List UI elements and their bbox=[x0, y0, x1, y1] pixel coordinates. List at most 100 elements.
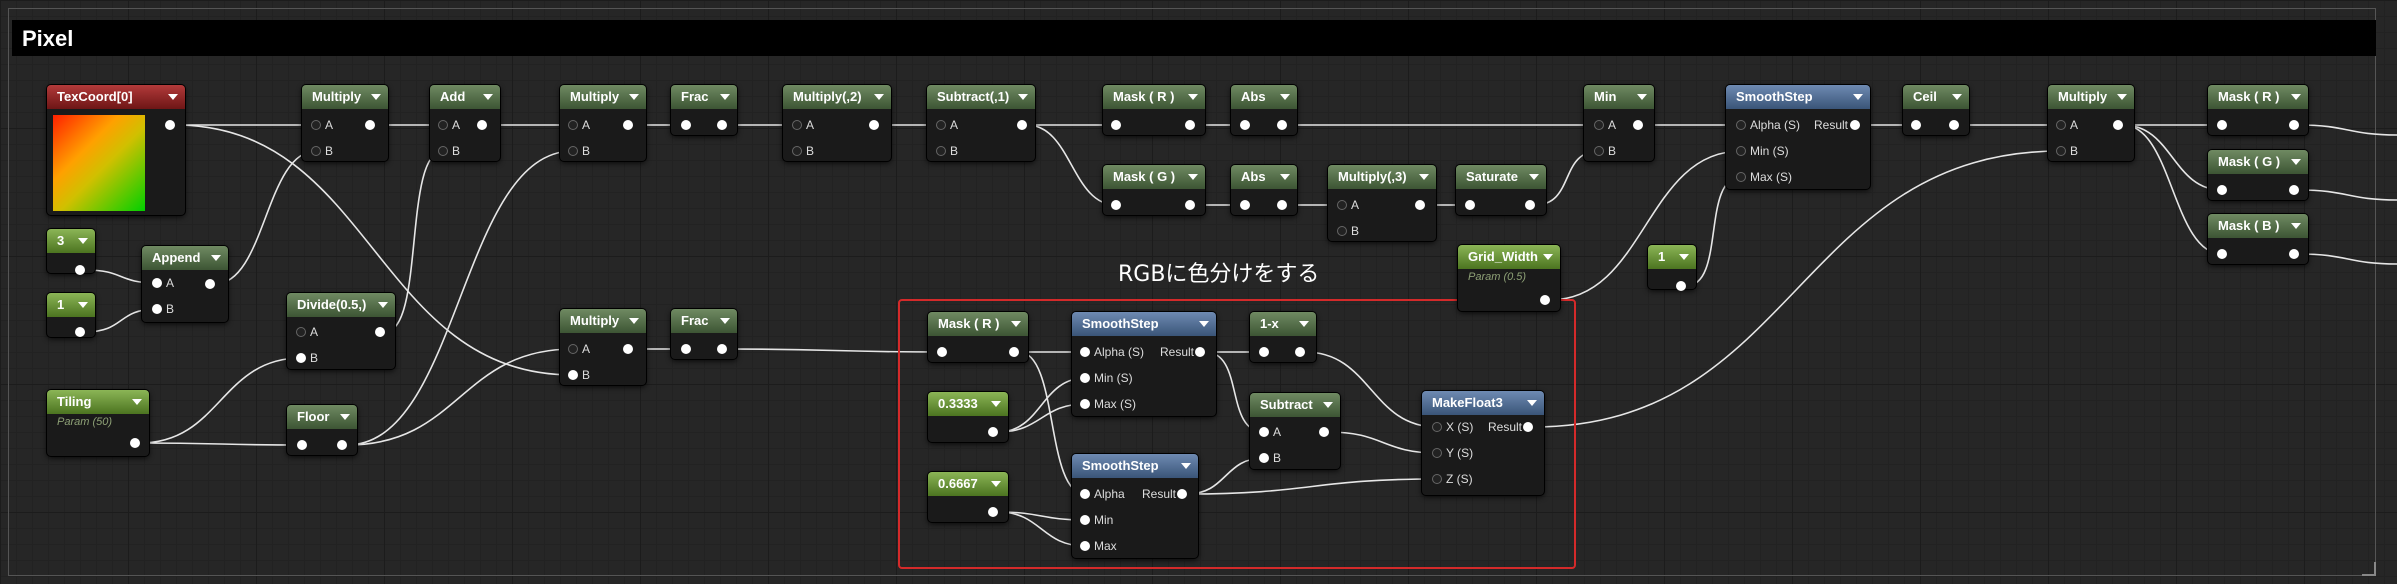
node-c3[interactable]: 3 bbox=[47, 229, 95, 275]
chevron-down-icon[interactable] bbox=[874, 94, 884, 100]
input-pin[interactable] bbox=[568, 344, 578, 354]
input-pin[interactable] bbox=[152, 278, 162, 288]
output-pin[interactable] bbox=[1319, 427, 1329, 437]
output-pin[interactable] bbox=[1295, 347, 1305, 357]
output-pin[interactable] bbox=[2289, 120, 2299, 130]
node-out-b[interactable]: Mask ( B ) bbox=[2208, 214, 2308, 264]
output-pin[interactable] bbox=[1177, 489, 1187, 499]
chevron-down-icon[interactable] bbox=[1527, 400, 1537, 406]
output-pin[interactable] bbox=[2289, 249, 2299, 259]
output-pin[interactable] bbox=[1185, 120, 1195, 130]
wire[interactable] bbox=[1532, 150, 2062, 428]
output-pin[interactable] bbox=[623, 344, 633, 354]
chevron-down-icon[interactable] bbox=[340, 414, 350, 420]
output-pin[interactable] bbox=[1111, 200, 1121, 210]
input-pin[interactable] bbox=[1337, 200, 1347, 210]
wire[interactable] bbox=[2298, 189, 2397, 201]
chevron-down-icon[interactable] bbox=[211, 255, 221, 261]
input-pin[interactable] bbox=[1080, 515, 1090, 525]
output-pin[interactable] bbox=[297, 440, 307, 450]
output-pin[interactable] bbox=[1525, 200, 1535, 210]
output-pin[interactable] bbox=[2217, 120, 2227, 130]
output-pin[interactable] bbox=[869, 120, 879, 130]
output-pin[interactable] bbox=[1277, 120, 1287, 130]
chevron-down-icon[interactable] bbox=[1853, 94, 1863, 100]
input-pin[interactable] bbox=[936, 120, 946, 130]
node-c0667[interactable]: 0.6667 bbox=[928, 472, 1008, 522]
chevron-down-icon[interactable] bbox=[1199, 321, 1209, 327]
input-pin[interactable] bbox=[311, 120, 321, 130]
chevron-down-icon[interactable] bbox=[1188, 94, 1198, 100]
chevron-down-icon[interactable] bbox=[2291, 94, 2301, 100]
output-pin[interactable] bbox=[2113, 120, 2123, 130]
input-pin[interactable] bbox=[296, 327, 306, 337]
input-pin[interactable] bbox=[1594, 146, 1604, 156]
input-pin[interactable] bbox=[1259, 427, 1269, 437]
output-pin[interactable] bbox=[1850, 120, 1860, 130]
node-ceil[interactable]: Ceil bbox=[1903, 85, 1969, 135]
wire[interactable] bbox=[1186, 478, 1438, 495]
node-c1a[interactable]: 1 bbox=[47, 293, 95, 337]
output-pin[interactable] bbox=[623, 120, 633, 130]
node-frac2[interactable]: Frac bbox=[671, 309, 737, 359]
node-out-r[interactable]: Mask ( R ) bbox=[2208, 85, 2308, 135]
chevron-down-icon[interactable] bbox=[1011, 321, 1021, 327]
chevron-down-icon[interactable] bbox=[1637, 94, 1647, 100]
chevron-down-icon[interactable] bbox=[2117, 94, 2127, 100]
wire[interactable] bbox=[1549, 150, 1742, 301]
node-c0333[interactable]: 0.3333 bbox=[928, 392, 1008, 442]
output-pin[interactable] bbox=[1195, 347, 1205, 357]
wire[interactable] bbox=[1304, 351, 1438, 428]
input-pin[interactable] bbox=[1080, 373, 1090, 383]
output-pin[interactable] bbox=[75, 327, 85, 337]
chevron-down-icon[interactable] bbox=[1018, 94, 1028, 100]
input-pin[interactable] bbox=[1259, 453, 1269, 463]
chevron-down-icon[interactable] bbox=[1188, 174, 1198, 180]
chevron-down-icon[interactable] bbox=[132, 399, 142, 405]
output-pin[interactable] bbox=[1017, 120, 1027, 130]
output-pin[interactable] bbox=[988, 427, 998, 437]
node-floor[interactable]: Floor bbox=[287, 405, 357, 455]
input-pin[interactable] bbox=[438, 120, 448, 130]
node-c1b[interactable]: 1 bbox=[1648, 245, 1696, 291]
node-abs1[interactable]: Abs bbox=[1231, 85, 1297, 135]
output-pin[interactable] bbox=[375, 327, 385, 337]
output-pin[interactable] bbox=[681, 120, 691, 130]
input-pin[interactable] bbox=[1080, 399, 1090, 409]
chevron-down-icon[interactable] bbox=[1323, 402, 1333, 408]
wire[interactable] bbox=[139, 442, 303, 446]
input-pin[interactable] bbox=[568, 146, 578, 156]
output-pin[interactable] bbox=[365, 120, 375, 130]
output-pin[interactable] bbox=[1277, 200, 1287, 210]
input-pin[interactable] bbox=[152, 304, 162, 314]
chevron-down-icon[interactable] bbox=[2291, 223, 2301, 229]
node-texcoord[interactable]: TexCoord[0] bbox=[47, 85, 185, 215]
node-mask-g[interactable]: Mask ( G ) bbox=[1103, 165, 1205, 215]
input-pin[interactable] bbox=[1432, 474, 1442, 484]
wire[interactable] bbox=[346, 150, 574, 446]
output-pin[interactable] bbox=[130, 438, 140, 448]
chevron-down-icon[interactable] bbox=[378, 302, 388, 308]
chevron-down-icon[interactable] bbox=[629, 94, 639, 100]
chevron-down-icon[interactable] bbox=[371, 94, 381, 100]
input-pin[interactable] bbox=[438, 146, 448, 156]
input-pin[interactable] bbox=[936, 146, 946, 156]
node-mask-r[interactable]: Mask ( R ) bbox=[1103, 85, 1205, 135]
node-abs2[interactable]: Abs bbox=[1231, 165, 1297, 215]
chevron-down-icon[interactable] bbox=[78, 238, 88, 244]
input-pin[interactable] bbox=[568, 370, 578, 380]
output-pin[interactable] bbox=[1259, 347, 1269, 357]
input-pin[interactable] bbox=[1432, 422, 1442, 432]
output-pin[interactable] bbox=[1185, 200, 1195, 210]
output-pin[interactable] bbox=[165, 120, 175, 130]
